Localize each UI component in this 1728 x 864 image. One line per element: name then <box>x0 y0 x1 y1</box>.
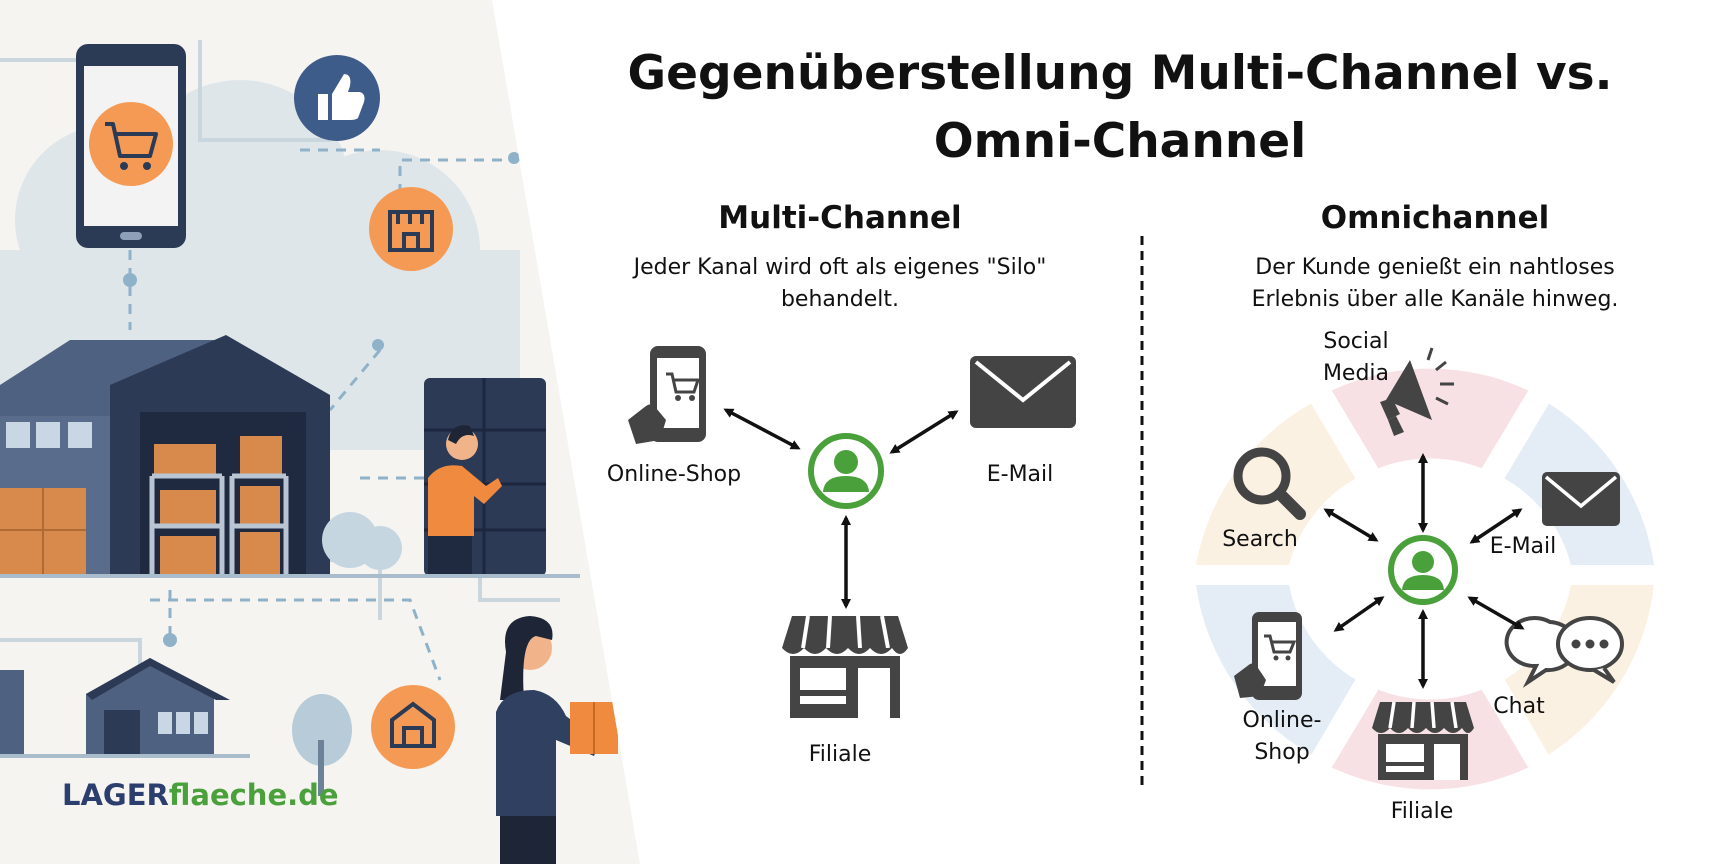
omni-customer-icon <box>1388 535 1458 605</box>
omni-desc-line-2: Erlebnis über alle Kanäle hinweg. <box>1251 287 1619 312</box>
social-media-label: Social Media <box>1296 326 1416 390</box>
chat-label: Chat <box>1493 694 1545 719</box>
social-media-label-line-2: Media <box>1322 361 1390 386</box>
omni-online-shop-icon <box>1234 612 1302 700</box>
filiale-label: Filiale <box>808 742 872 767</box>
e-mail-label: E-Mail <box>986 462 1054 487</box>
omnichannel-description: Der Kunde genießt ein nahtloses Erlebnis… <box>1190 252 1680 316</box>
social-media-icon <box>1380 347 1454 436</box>
multi-channel-description: Jeder Kanal wird oft als eigenes "Silo" … <box>590 252 1090 316</box>
online-shop-icon <box>628 346 706 444</box>
title-line-2: Omni-Channel <box>933 114 1307 169</box>
omni-filiale-label: Filiale <box>1390 799 1454 824</box>
logo-part-1: LAGER <box>62 778 169 812</box>
omni-e-mail-icon <box>1542 472 1620 526</box>
omnichannel-arrows <box>1323 453 1525 689</box>
omni-desc-line-1: Der Kunde genießt ein nahtloses <box>1255 255 1615 280</box>
multi-channel-arrows <box>723 408 959 609</box>
omni-filiale-icon <box>1372 701 1474 780</box>
logistics-illustration <box>0 0 640 864</box>
search-icon <box>1233 447 1306 520</box>
logo-part-2: flaeche.de <box>168 778 339 812</box>
search-label: Search <box>1222 527 1298 552</box>
chat-icon <box>1504 616 1624 688</box>
omni-online-shop-label: Online- Shop <box>1232 705 1332 769</box>
brand-logo: LAGERflaeche.de <box>62 778 339 812</box>
omni-e-mail-label: E-Mail <box>1489 534 1557 559</box>
multi-desc-line-1: Jeder Kanal wird oft als eigenes "Silo" <box>633 255 1047 280</box>
customer-icon <box>808 433 884 509</box>
omni-online-shop-label-line-1: Online- <box>1242 708 1322 733</box>
e-mail-icon <box>970 356 1076 428</box>
title-line-1: Gegenüberstellung Multi-Channel vs. <box>627 46 1613 101</box>
social-media-label-line-1: Social <box>1323 329 1389 354</box>
omni-online-shop-label-line-2: Shop <box>1254 740 1310 765</box>
online-shop-label: Online-Shop <box>606 462 742 487</box>
multi-desc-line-2: behandelt. <box>780 287 900 312</box>
filiale-icon <box>782 615 908 718</box>
omnichannel-heading: Omnichannel <box>1320 200 1550 236</box>
page-title: Gegenüberstellung Multi-Channel vs. Omni… <box>620 40 1620 176</box>
multi-channel-heading: Multi-Channel <box>718 200 962 236</box>
